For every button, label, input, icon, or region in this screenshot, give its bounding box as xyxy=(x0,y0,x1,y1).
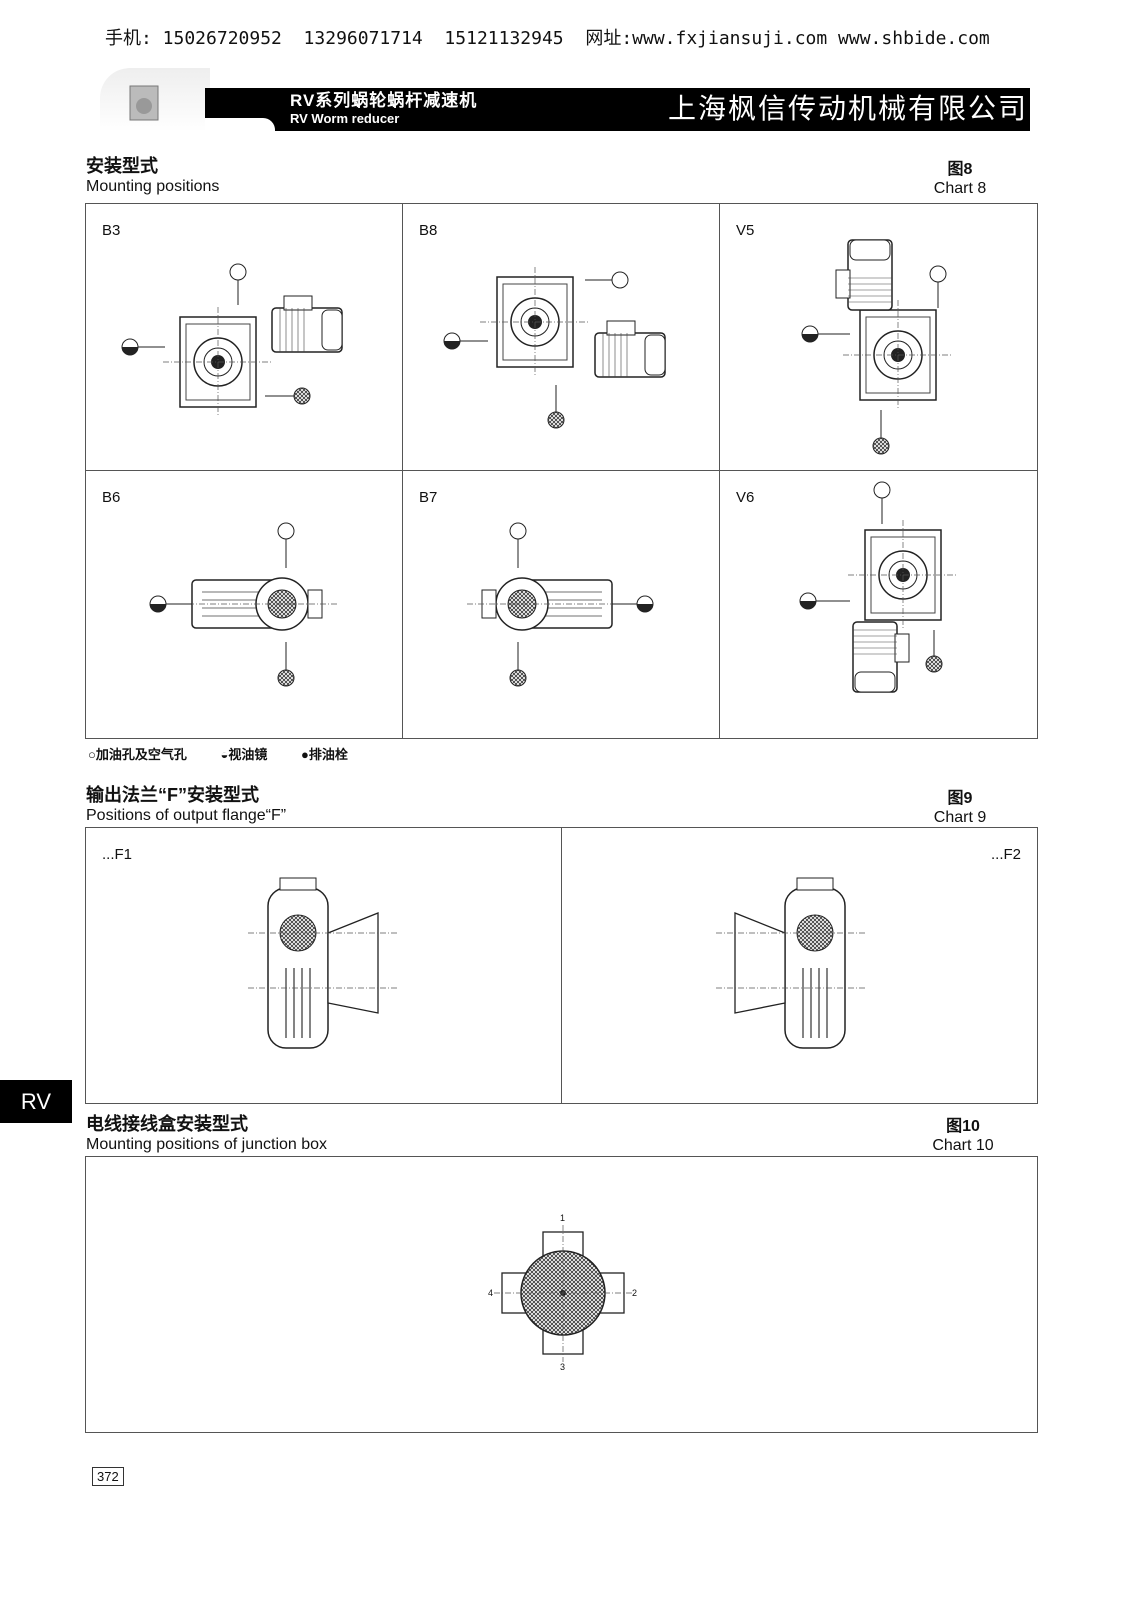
drawing-b8 xyxy=(443,266,666,429)
fill-hole-icon xyxy=(873,481,891,499)
legend-fill-hole: ○加油孔及空气孔 xyxy=(88,747,187,762)
cell-b6: B6 xyxy=(86,471,403,738)
sight-glass-icon xyxy=(799,592,817,610)
position-4-label: 4 xyxy=(488,1288,494,1298)
drain-plug-icon xyxy=(547,411,565,429)
series-titles: RV系列蜗轮蜗杆减速机 RV Worm reducer xyxy=(290,91,477,126)
drawing-b3 xyxy=(121,263,343,418)
cell-label: ...F1 xyxy=(102,846,133,863)
position-1-label: 1 xyxy=(560,1213,566,1223)
company-name: 上海枫信传动机械有限公司 xyxy=(667,92,1028,125)
chart8-cn: 图8 xyxy=(947,161,973,178)
section2-title-cn: 输出法兰“F”安装型式 xyxy=(86,785,259,805)
drain-plug-icon xyxy=(509,669,527,687)
cell-v5: V5 xyxy=(720,204,1037,471)
legend: ○加油孔及空气孔 ◒视油镜 ●排油栓 xyxy=(88,746,378,764)
cell-label: V5 xyxy=(736,222,755,239)
cell-b3: B3 xyxy=(86,204,403,471)
series-title-cn: RV系列蜗轮蜗杆减速机 xyxy=(290,91,478,110)
chart10-en: Chart 10 xyxy=(932,1137,994,1154)
section1-title-cn: 安装型式 xyxy=(86,156,158,176)
junction-box-panel xyxy=(85,1156,1038,1433)
cell-label: B7 xyxy=(419,489,438,506)
chart9-cn: 图9 xyxy=(947,790,973,807)
mounting-positions-grid: B3 B8 V5 B6 B7 V6 xyxy=(85,203,1038,739)
position-2-label: 2 xyxy=(632,1288,638,1298)
chart8-en: Chart 8 xyxy=(933,180,987,197)
chart10-label: 图10 Chart 10 xyxy=(925,1117,1001,1155)
section2-title-en: Positions of output flange“F” xyxy=(86,807,287,824)
section1-title-en: Mounting positions xyxy=(86,178,220,195)
sight-glass-icon xyxy=(636,595,654,613)
drawing-junction-box xyxy=(494,1225,632,1362)
sight-glass-icon xyxy=(121,338,139,356)
section3-title-en: Mounting positions of junction box xyxy=(86,1136,328,1153)
section3-heading: 电线接线盒安装型式 Mounting positions of junction… xyxy=(86,1113,327,1154)
legend-drain-plug: ●排油栓 xyxy=(300,747,348,762)
cell-label: B8 xyxy=(419,222,438,239)
chart8-label: 图8 Chart 8 xyxy=(925,160,995,198)
cell-label: B3 xyxy=(102,222,121,239)
legend-sight-glass: ◒视油镜 xyxy=(220,747,268,762)
side-tab-rv: RV xyxy=(0,1080,72,1123)
fill-hole-icon xyxy=(929,265,947,283)
section2-heading: 输出法兰“F”安装型式 Positions of output flange“F… xyxy=(86,784,286,825)
flange-positions-grid: ...F1 ...F2 xyxy=(85,827,1038,1104)
header-bar xyxy=(205,88,1030,131)
chart9-en: Chart 9 xyxy=(933,809,987,826)
page-number: 372 xyxy=(92,1467,124,1486)
cell-b8: B8 xyxy=(403,204,720,471)
section1-heading: 安装型式 Mounting positions xyxy=(86,155,219,196)
cell-v6: V6 xyxy=(720,471,1037,738)
cell-label: B6 xyxy=(102,489,121,506)
drain-plug-icon xyxy=(293,387,311,405)
cell-label: V6 xyxy=(736,489,755,506)
section3-title-cn: 电线接线盒安装型式 xyxy=(86,1114,248,1134)
cell-f1: ...F1 xyxy=(86,828,562,1103)
drain-plug-icon xyxy=(925,655,943,673)
drain-plug-icon xyxy=(277,669,295,687)
drawing-v5 xyxy=(801,239,954,455)
drain-plug-icon xyxy=(872,437,890,455)
sight-glass-icon xyxy=(149,595,167,613)
series-title-en: RV Worm reducer xyxy=(290,111,400,126)
fill-hole-icon xyxy=(509,522,527,540)
chart10-cn: 图10 xyxy=(946,1118,980,1135)
fill-hole-icon xyxy=(611,271,629,289)
fill-hole-icon xyxy=(277,522,295,540)
sight-glass-icon xyxy=(801,325,819,343)
drawing-b6 xyxy=(149,522,338,687)
product-thumbnail xyxy=(100,68,210,132)
cell-b7: B7 xyxy=(403,471,720,738)
cell-f2-label: ...F2 xyxy=(990,846,1021,863)
drawing-v6 xyxy=(799,481,959,693)
sight-glass-icon xyxy=(443,332,461,350)
position-3-label: 3 xyxy=(560,1362,566,1372)
contact-line: 手机: 15026720952 13296071714 15121132945 … xyxy=(105,28,990,49)
fill-hole-icon xyxy=(229,263,247,281)
drawing-b7 xyxy=(466,522,654,687)
header-bar-notch xyxy=(205,118,275,132)
chart9-label: 图9 Chart 9 xyxy=(925,789,995,827)
